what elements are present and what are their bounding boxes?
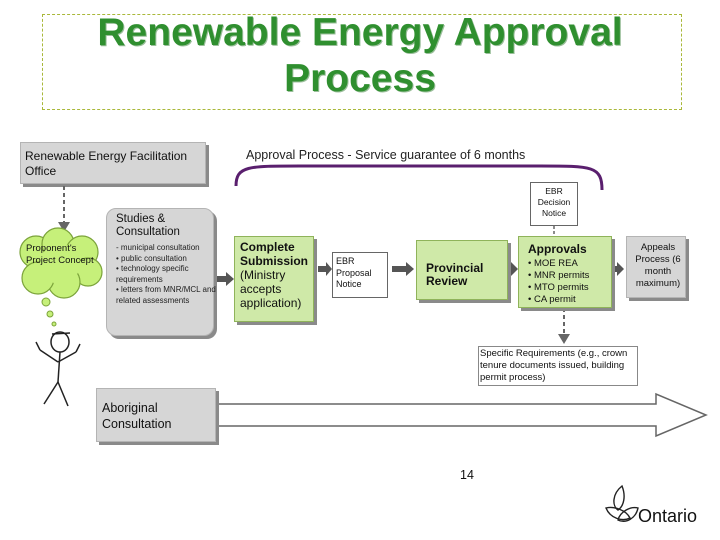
service-guarantee-label: Approval Process - Service guarantee of …	[246, 148, 526, 162]
approvals-item: • MTO permits	[528, 282, 589, 293]
complete-submission-box	[234, 236, 314, 322]
complete-submission-subtitle: (Ministry accepts application)	[240, 268, 302, 310]
flow-arrow-4	[508, 262, 518, 276]
specific-requirements-box	[478, 346, 638, 386]
proponent-concept-label: Proponent's Project Concept	[26, 243, 94, 266]
approvals-item: • MNR permits	[528, 270, 590, 281]
studies-item: • technology specific requirements	[116, 264, 189, 284]
provincial-review-label: Provincial Review	[426, 261, 484, 288]
studies-title: Studies & Consultation	[116, 213, 180, 238]
rfo-to-proponent-arrowhead	[58, 222, 70, 232]
flow-arrow-3	[392, 262, 414, 276]
flow-arrow-2	[318, 262, 332, 276]
page-number: 14	[460, 468, 474, 482]
ebr-decision-label: EBR Decision Notice	[537, 186, 571, 218]
provincial-review-box	[416, 240, 508, 300]
cloud-shape-icon	[19, 227, 103, 299]
thought-bubble-3	[51, 321, 57, 327]
ebr-proposal-box	[332, 252, 388, 298]
complete-submission-title: Complete Submission	[240, 240, 309, 268]
facilitation-office-box: Renewable Energy Facilitation Office	[20, 142, 206, 184]
appeals-box	[626, 236, 686, 298]
studies-item: • public consultation	[116, 253, 187, 263]
approvals-item: • MOE REA	[528, 258, 578, 269]
aboriginal-consultation-label: Aboriginal Consultation	[102, 401, 172, 431]
approvals-title: Approvals	[528, 242, 587, 256]
approvals-box	[518, 236, 612, 308]
page-title: Renewable Energy Approval Process	[97, 11, 623, 100]
trillium-logo-icon	[605, 484, 639, 522]
specific-requirements-label: Specific Requirements (e.g., crown tenur…	[480, 348, 628, 383]
approvals-to-specific-arrowhead	[558, 334, 570, 344]
flow-arrow-5	[612, 262, 624, 276]
flow-arrow-1	[216, 272, 234, 286]
stick-figure-icon	[35, 331, 81, 407]
studies-item: - municipal consultation	[116, 243, 200, 252]
guarantee-bracket	[234, 164, 604, 191]
thought-bubble-2	[46, 310, 54, 318]
ebr-proposal-label: EBR Proposal Notice	[336, 256, 372, 289]
approvals-list: • MOE REA • MNR permits • MTO permits • …	[528, 258, 612, 306]
ebr-decision-box	[530, 182, 578, 226]
studies-list: - municipal consultation • public consul…	[116, 243, 216, 306]
aboriginal-block-arrow	[199, 392, 708, 438]
appeals-label: Appeals Process (6 month maximum)	[635, 242, 681, 289]
approvals-item: • CA permit	[528, 294, 576, 305]
studies-box	[106, 208, 214, 336]
studies-item: • letters from MNR/MCL and related asses…	[116, 285, 216, 305]
ontario-logo-text: Ontario	[638, 506, 698, 526]
title-frame	[42, 14, 682, 110]
aboriginal-consultation-box	[96, 388, 216, 442]
thought-bubble-1	[41, 297, 51, 307]
